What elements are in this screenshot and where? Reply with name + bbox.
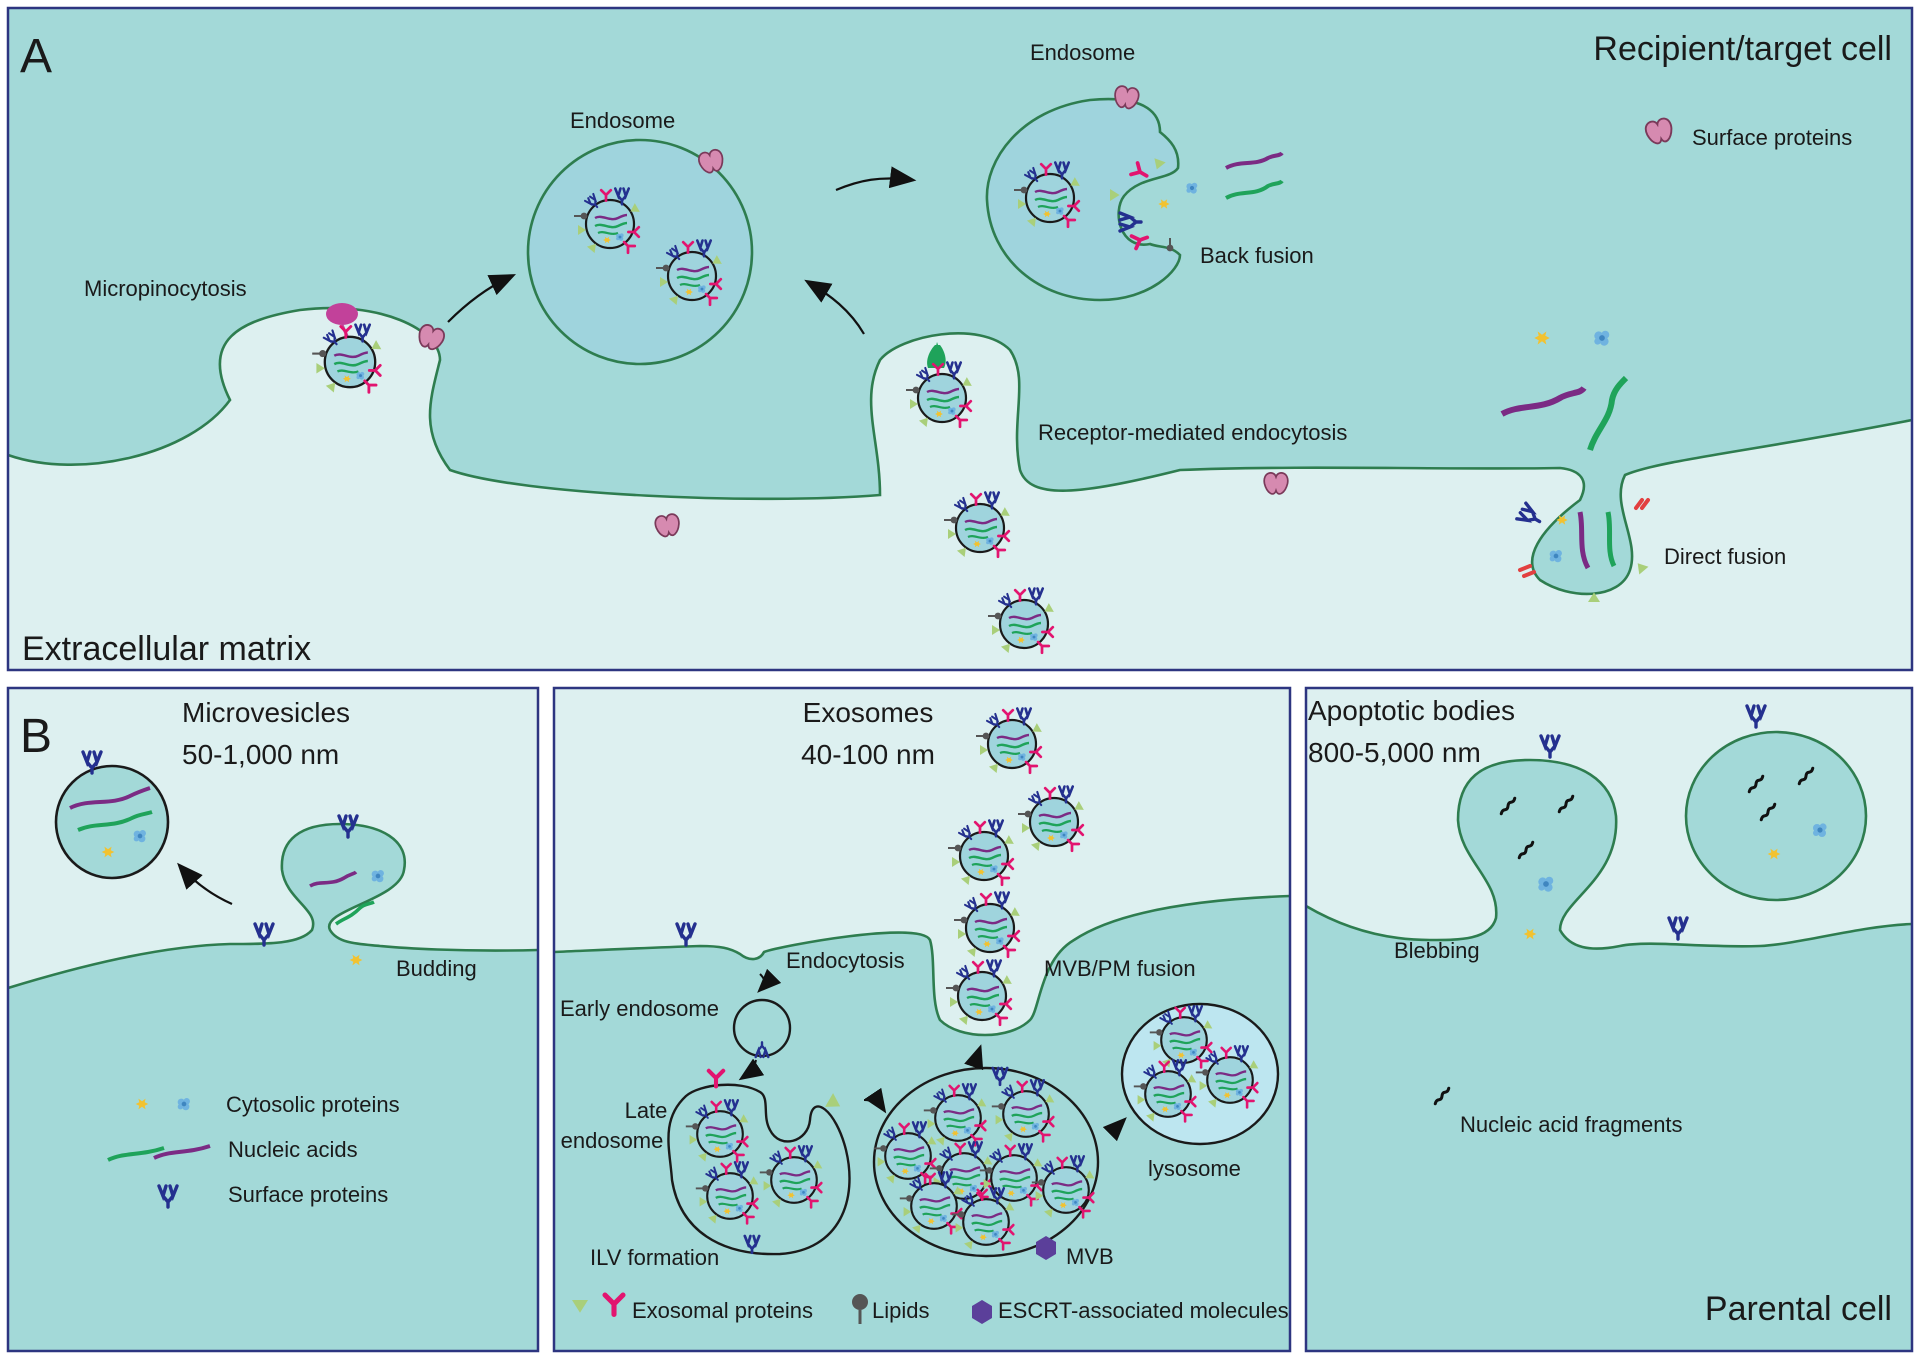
escrt-icon	[972, 1300, 992, 1324]
nucleic-acid-icon	[107, 1146, 165, 1162]
extracellular-matrix-region	[8, 308, 1912, 670]
direct-fusion-label: Direct fusion	[1664, 544, 1786, 569]
panel-b-letter: B	[20, 710, 52, 763]
panel-b-exosomes: Exosomes 40-100 nm Endocytosis Early end…	[552, 686, 1292, 1353]
legend-cytosolic-label: Cytosolic proteins	[226, 1092, 400, 1117]
lysosome-label: lysosome	[1148, 1156, 1241, 1181]
microvesicles-size: 50-1,000 nm	[182, 739, 339, 770]
microvesicles-title: Microvesicles	[182, 697, 350, 728]
nucleic-fragments-label: Nucleic acid fragments	[1460, 1112, 1683, 1137]
late-endosome-label-1: Late	[625, 1098, 668, 1123]
arrow-icon	[804, 279, 865, 335]
late-endosome	[667, 1083, 851, 1256]
endosome-right	[985, 97, 1182, 302]
surface-protein-icon	[1263, 472, 1289, 495]
micropinocytosis-label: Micropinocytosis	[84, 276, 247, 301]
cytosolic-protein-icon	[177, 1098, 190, 1111]
cytosolic-protein-icon	[1594, 330, 1610, 346]
arrow-icon	[447, 274, 517, 323]
endocytosis-label: Endocytosis	[786, 948, 905, 973]
legend-escrt: ESCRT-associated molecules	[998, 1298, 1289, 1323]
mvb-pm-fusion-label: MVB/PM fusion	[1044, 956, 1196, 981]
exosomes-size: 40-100 nm	[801, 739, 935, 770]
cytosolic-protein-icon	[1186, 182, 1198, 194]
plasma-membrane	[1305, 758, 1913, 950]
endosome-left-label: Endosome	[570, 108, 675, 133]
legend-surface-label: Surface proteins	[228, 1182, 388, 1207]
nucleic-acid-icon	[1225, 151, 1284, 170]
panel-a-frame	[6, 6, 1914, 672]
parental-cell-label: Parental cell	[1705, 1290, 1892, 1328]
plasma-membrane	[7, 306, 1913, 596]
apoptotic-body	[1684, 730, 1868, 902]
arrow-icon	[177, 862, 233, 906]
plasma-membrane	[553, 894, 1291, 1037]
legend-lipids: Lipids	[872, 1298, 929, 1323]
exosomes-title: Exosomes	[803, 697, 934, 728]
cytosolic-protein-icon	[1549, 550, 1562, 563]
panel-a-letter: A	[20, 30, 52, 83]
nucleic-acid-icon	[1500, 385, 1587, 417]
lipid-icon	[852, 1294, 868, 1310]
legend-nucleic-label: Nucleic acids	[228, 1137, 358, 1162]
extracellular-region	[554, 688, 1290, 1035]
blebbing-label: Blebbing	[1394, 938, 1480, 963]
early-endosome-label: Early endosome	[560, 996, 719, 1021]
plasma-membrane	[7, 822, 539, 990]
panel-a: A Recipient/target cell Extracellular ma…	[6, 6, 1914, 672]
panel-b-microvesicles: B Microvesicles 50-1,000 nm Budding Cyto…	[6, 686, 540, 1353]
endosome-right-label: Endosome	[1030, 40, 1135, 65]
late-endosome-label-2: endosome	[561, 1128, 664, 1153]
early-endosome	[732, 998, 792, 1058]
recipient-cell-label: Recipient/target cell	[1593, 30, 1892, 68]
extracellular-region	[8, 688, 538, 988]
legend-exosomal-proteins: Exosomal proteins	[632, 1298, 813, 1323]
nucleic-acid-icon	[1587, 375, 1629, 451]
budding-label: Budding	[396, 956, 477, 981]
mvb-label: MVB	[1066, 1244, 1114, 1269]
panel-b-apoptotic: Apoptotic bodies 800-5,000 nm Blebbing N…	[1304, 686, 1914, 1353]
receptor-mediated-label: Receptor-mediated endocytosis	[1038, 420, 1347, 445]
extracellular-matrix-label: Extracellular matrix	[22, 630, 311, 668]
surface-proteins-legend-label: Surface proteins	[1692, 125, 1852, 150]
arrow-icon	[835, 166, 917, 192]
macropinocytosis-receptor	[326, 303, 358, 325]
back-fusion-label: Back fusion	[1200, 243, 1314, 268]
nucleic-acid-icon	[1225, 179, 1284, 200]
ilv-formation-label: ILV formation	[590, 1245, 719, 1270]
apoptotic-title: Apoptotic bodies	[1308, 695, 1515, 726]
apoptotic-size: 800-5,000 nm	[1308, 737, 1481, 768]
endosome-left	[526, 138, 754, 366]
escrt-icon	[1036, 1236, 1056, 1260]
